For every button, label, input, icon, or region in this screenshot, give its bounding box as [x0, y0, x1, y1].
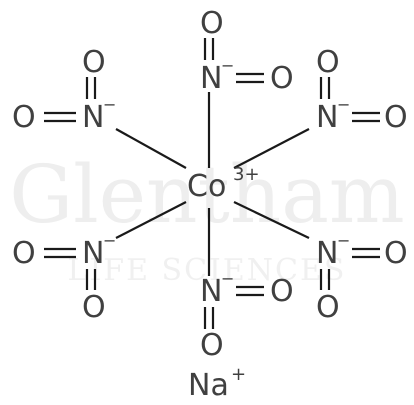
oxygen-atom: O — [82, 45, 106, 80]
oxygen-atom: O — [12, 236, 36, 271]
bond-co-n-lower-right — [233, 201, 310, 239]
oxygen-atom: O — [12, 100, 36, 135]
bond-co-n-upper-left — [115, 128, 187, 169]
nitrogen-atom: N — [82, 100, 104, 135]
cobalt-symbol: Co — [187, 169, 226, 204]
oxygen-atom: O — [200, 6, 224, 41]
sodium-symbol: Na — [188, 368, 229, 403]
nitro-group-upper-left: N − O O — [12, 45, 116, 135]
nitro-group-bottom: N − O O — [200, 269, 294, 363]
watermark-name: Glentham — [9, 148, 405, 241]
nitro-group-upper-right: N − O O — [316, 45, 408, 135]
nitrogen-atom: N — [200, 274, 222, 309]
sodium-charge: + — [231, 364, 246, 385]
bond-co-n-lower-left — [115, 201, 187, 239]
nitrogen-charge: − — [337, 231, 350, 250]
nitrogen-atom: N — [200, 61, 222, 96]
watermark: Glentham LIFE SCIENCES — [9, 148, 405, 288]
cobalt-charge: 3+ — [233, 164, 260, 185]
bond-co-n-upper-right — [233, 128, 310, 169]
nitro-group-lower-left: N − O O — [12, 231, 116, 325]
nitrogen-atom: N — [316, 100, 338, 135]
nitrogen-charge: − — [221, 269, 234, 288]
oxygen-atom: O — [316, 290, 340, 325]
counterion-sodium: Na + — [188, 364, 246, 403]
co-n-bonds — [115, 92, 310, 276]
nitrogen-atom: N — [316, 236, 338, 271]
nitrogen-charge: − — [103, 95, 116, 114]
oxygen-atom: O — [384, 100, 408, 135]
oxygen-atom: O — [316, 45, 340, 80]
nitrogen-charge: − — [103, 231, 116, 250]
nitrogen-atom: N — [82, 236, 104, 271]
oxygen-atom: O — [200, 328, 224, 363]
oxygen-atom: O — [384, 236, 408, 271]
oxygen-atom: O — [82, 290, 106, 325]
oxygen-atom: O — [270, 61, 294, 96]
watermark-subtitle: LIFE SCIENCES — [68, 253, 347, 288]
central-atom-cobalt: Co 3+ — [187, 164, 260, 204]
nitrogen-charge: − — [221, 56, 234, 75]
nitro-group-top: N − O O — [200, 6, 294, 96]
nitro-group-lower-right: N − O O — [316, 231, 408, 325]
oxygen-atom: O — [270, 274, 294, 309]
nitrogen-charge: − — [337, 95, 350, 114]
